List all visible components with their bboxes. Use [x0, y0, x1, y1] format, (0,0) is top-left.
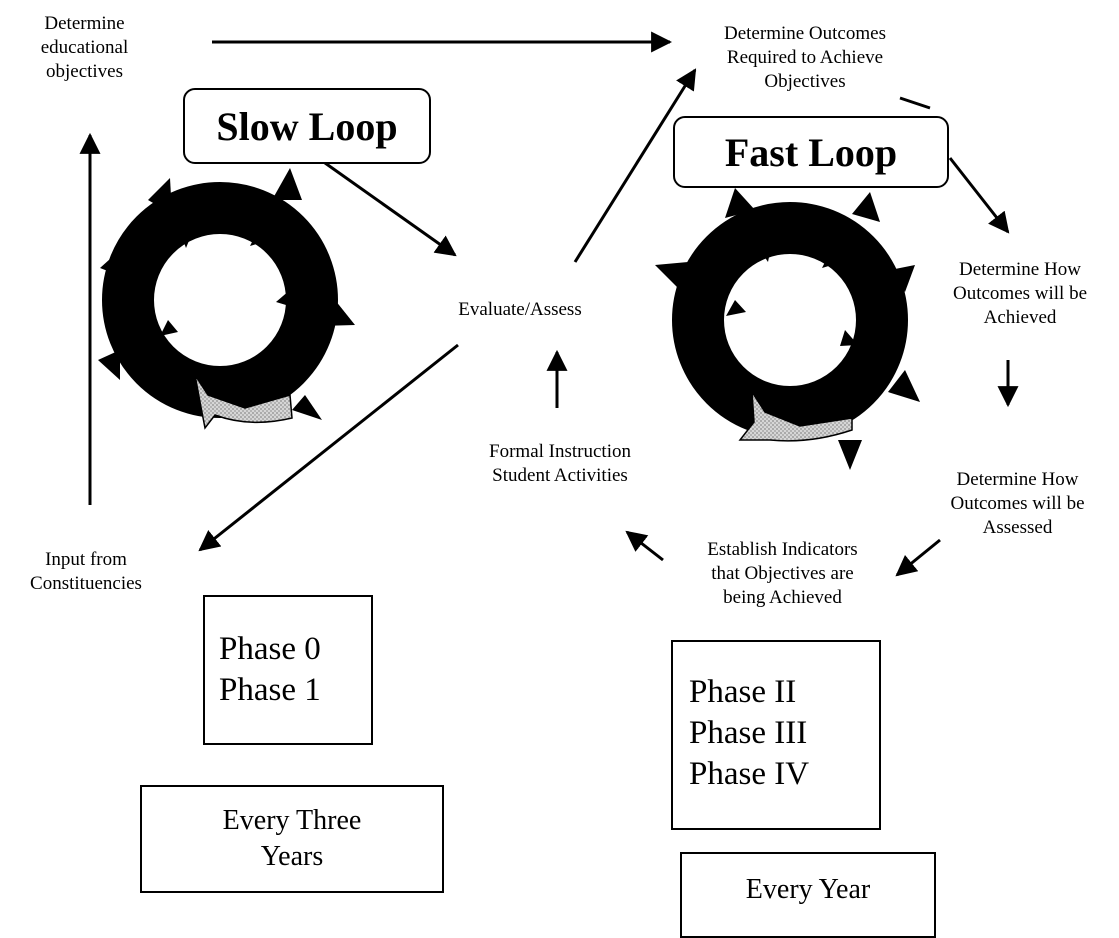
arrow-outcomes-segment — [899, 96, 931, 110]
fast-loop-ring — [655, 188, 920, 470]
node-establish-indicators: Establish Indicators that Objectives are… — [707, 539, 858, 608]
arrow-evaluate-to-outcomes — [573, 68, 697, 263]
fast-frequency-box: Every Year — [680, 852, 936, 938]
arrow-slowloop-to-evaluate — [317, 156, 457, 257]
slow-loop-return-arrow — [194, 374, 293, 430]
fast-phase-box: Phase II Phase III Phase IV — [671, 640, 881, 830]
node-determine-objectives: Determine educational objectives — [40, 13, 129, 82]
node-determine-outcomes: Determine Outcomes Required to Achieve O… — [724, 23, 886, 92]
slow-loop-label: Slow Loop — [216, 103, 398, 149]
arrow-fastloop-to-howachieved — [948, 157, 1010, 234]
node-evaluate-assess: Evaluate/Assess — [458, 299, 582, 320]
arrow-indicators-to-instruction — [625, 530, 664, 562]
slow-loop-title: Slow Loop — [183, 88, 431, 164]
arrow-evaluate-to-input — [198, 343, 459, 552]
slow-phase-box: Phase 0 Phase 1 — [203, 595, 373, 745]
slow-loop-ring — [98, 168, 355, 430]
node-formal-instruction: Formal Instruction Student Activities — [489, 441, 631, 486]
fast-loop-label: Fast Loop — [724, 129, 898, 175]
node-determine-how-assessed: Determine How Outcomes will be Assessed — [950, 469, 1085, 538]
fast-loop-return-arrow — [738, 389, 853, 442]
arrow-howassessed-to-indicators — [895, 538, 941, 577]
node-input-constituencies: Input from Constituencies — [30, 549, 142, 594]
slow-frequency-box: Every Three Years — [140, 785, 444, 893]
node-determine-how-achieved: Determine How Outcomes will be Achieved — [952, 259, 1088, 328]
fast-loop-title: Fast Loop — [673, 116, 949, 188]
